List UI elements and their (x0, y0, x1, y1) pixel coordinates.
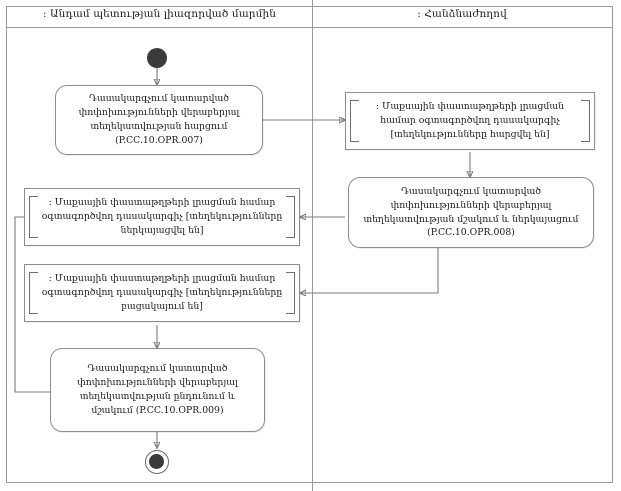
swimlane-label-commission: : Հանձնաժողով (417, 7, 507, 20)
activity-opr008-label: Դասակարգչում կատարված փոփոխությունների վ… (363, 185, 579, 239)
object-node-info-requested-label: : Մաքսային փաստաթղթերի լրացման համար օգտ… (375, 101, 565, 140)
object-node-info-requested[interactable]: : Մաքսային փաստաթղթերի լրացման համար օգտ… (345, 92, 595, 150)
swimlane-divider (312, 0, 313, 491)
object-node-info-submitted-label: : Մաքսային փաստաթղթերի լրացման համար օգտ… (41, 197, 283, 236)
object-node-info-submitted[interactable]: : Մաքսային փաստաթղթերի լրացման համար օգտ… (24, 188, 300, 246)
activity-opr007-label: Դասակարգչում կատարված փոփոխությունների վ… (78, 93, 240, 146)
activity-opr008[interactable]: Դասակարգչում կատարված փոփոխությունների վ… (348, 177, 594, 248)
initial-node (147, 48, 167, 68)
final-node (145, 450, 169, 474)
swimlane-header-commission: : Հանձնաժողով (312, 0, 612, 28)
activity-opr009[interactable]: Դասակարգչում կատարված փոփոխությունների վ… (50, 348, 265, 432)
swimlane-header-member-state: : Անդամ պետության լիազորված մարմին (7, 0, 312, 28)
object-node-info-missing[interactable]: : Մաքսային փաստաթղթերի լրացման համար օգտ… (24, 264, 300, 322)
swimlane-label-member-state: : Անդամ պետության լիազորված մարմին (42, 7, 277, 20)
activity-opr007[interactable]: Դասակարգչում կատարված փոփոխությունների վ… (55, 85, 263, 155)
activity-opr009-label: Դասակարգչում կատարված փոփոխությունների վ… (77, 363, 238, 416)
object-node-info-missing-label: : Մաքսային փաստաթղթերի լրացման համար օգտ… (41, 273, 283, 312)
